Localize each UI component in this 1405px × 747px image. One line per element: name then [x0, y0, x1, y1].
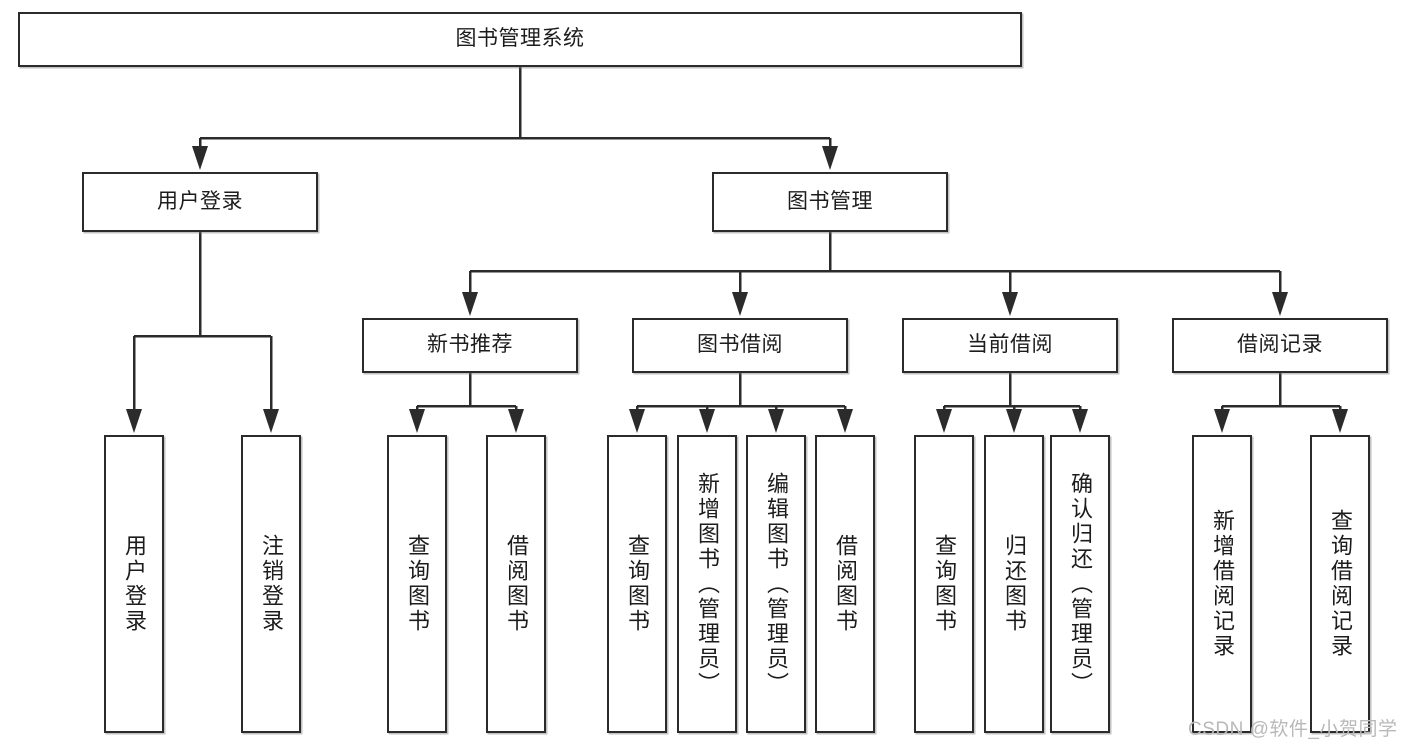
node-current-borrow[interactable]: 当前借阅 [902, 318, 1118, 373]
node-leaf-logout[interactable]: 注销登录 [241, 435, 301, 733]
node-label: 图书管理 [787, 189, 873, 213]
node-leaf-query-book[interactable]: 查询图书 [607, 435, 667, 733]
node-label: 查询图书 [404, 534, 430, 634]
node-label: 确认归还（管理员） [1067, 471, 1093, 697]
node-label: 编辑图书（管理员） [763, 471, 789, 697]
node-label: 归还图书 [1001, 534, 1027, 634]
node-leaf-confirm-return[interactable]: 确认归还（管理员） [1050, 435, 1110, 733]
node-label: 注销登录 [258, 534, 284, 634]
node-user-login[interactable]: 用户登录 [82, 172, 318, 232]
node-leaf-add-record[interactable]: 新增借阅记录 [1192, 435, 1252, 733]
node-borrow-record[interactable]: 借阅记录 [1172, 318, 1388, 373]
node-label: 当前借阅 [967, 333, 1053, 357]
node-book-manage[interactable]: 图书管理 [712, 172, 948, 232]
node-leaf-borrow-book[interactable]: 借阅图书 [815, 435, 875, 733]
node-book-borrow[interactable]: 图书借阅 [632, 318, 848, 373]
node-new-book-rec[interactable]: 新书推荐 [362, 318, 578, 373]
watermark-text: CSDN @软件_小贺同学 [1188, 719, 1398, 740]
node-leaf-return-book[interactable]: 归还图书 [984, 435, 1044, 733]
node-label: 借阅图书 [503, 534, 529, 634]
node-label: 借阅图书 [832, 534, 858, 634]
node-leaf-user-login[interactable]: 用户登录 [104, 435, 164, 733]
node-leaf-add-book[interactable]: 新增图书（管理员） [677, 435, 737, 733]
node-root[interactable]: 图书管理系统 [18, 12, 1022, 67]
node-leaf-query-book-rec[interactable]: 查询图书 [387, 435, 447, 733]
node-label: 借阅记录 [1237, 333, 1323, 357]
node-label: 新书推荐 [427, 333, 513, 357]
node-label: 图书借阅 [697, 333, 783, 357]
node-label: 用户登录 [157, 189, 243, 213]
node-leaf-query-record[interactable]: 查询借阅记录 [1310, 435, 1370, 733]
node-leaf-borrow-book-rec[interactable]: 借阅图书 [486, 435, 546, 733]
node-label: 查询图书 [931, 534, 957, 634]
node-label: 新增图书（管理员） [694, 471, 720, 697]
node-label: 用户登录 [121, 534, 147, 634]
node-label: 新增借阅记录 [1209, 509, 1235, 659]
node-leaf-edit-book[interactable]: 编辑图书（管理员） [746, 435, 806, 733]
node-label: 查询借阅记录 [1327, 509, 1353, 659]
node-label: 图书管理系统 [455, 27, 585, 51]
node-label: 查询图书 [624, 534, 650, 634]
node-leaf-query-book-cur[interactable]: 查询图书 [914, 435, 974, 733]
